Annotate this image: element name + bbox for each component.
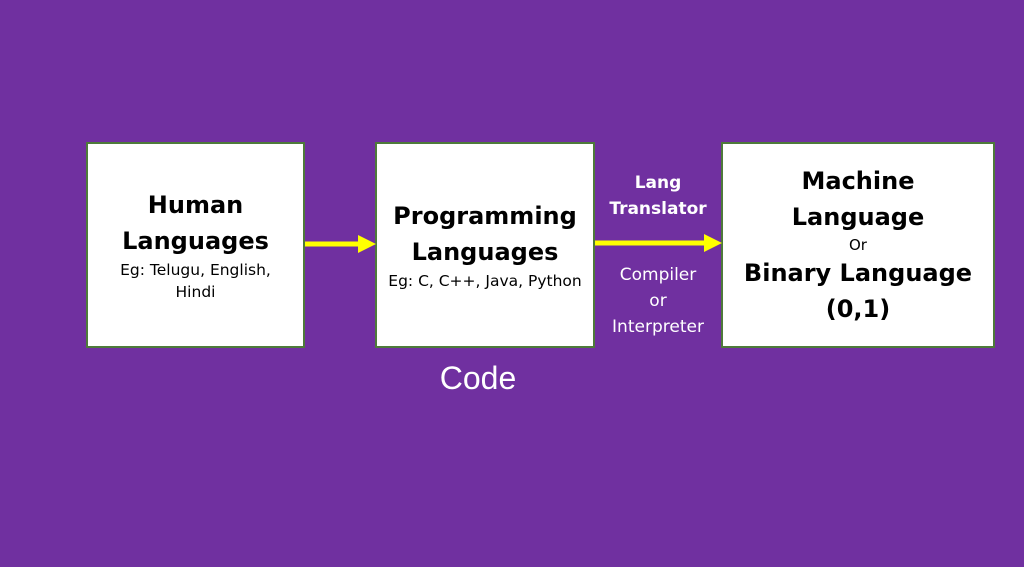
or-line: or [649,291,667,311]
interpreter-line: Interpreter [612,317,704,337]
programming-languages-box: Programming Languages Eg: C, C++, Java, … [375,142,595,348]
human-languages-box: Human Languages Eg: Telugu, English, Hin… [86,142,305,348]
machine-language-box: Machine Language Or Binary Language (0,1… [721,142,995,348]
human-languages-title-line2: Languages [122,227,269,255]
programming-languages-example: Eg: C, C++, Java, Python [388,272,582,290]
arrow-programming-to-machine [595,234,722,252]
machine-language-title-line1: Machine [801,167,915,195]
compiler-line: Compiler [619,265,697,285]
human-languages-title-line1: Human [147,191,244,219]
lang-translator-label: Lang Translator [598,170,718,222]
machine-language-title-line2: Language [791,203,925,231]
binary-language-title-line1: Binary Language [743,259,973,287]
programming-languages-title-line1: Programming [393,202,577,230]
lang-translator-line1: Lang [634,173,682,193]
machine-language-connector: Or [849,236,867,254]
binary-language-title-line2: (0,1) [825,295,891,323]
human-languages-example-line1: Eg: Telugu, English, [120,261,271,279]
compiler-interpreter-label: Compiler or Interpreter [598,262,718,340]
arrow-human-to-programming [305,235,376,253]
code-label: Code [439,360,517,396]
lang-translator-line2: Translator [609,199,707,219]
programming-languages-title-line2: Languages [411,238,559,266]
human-languages-example-line2: Hindi [175,283,216,301]
